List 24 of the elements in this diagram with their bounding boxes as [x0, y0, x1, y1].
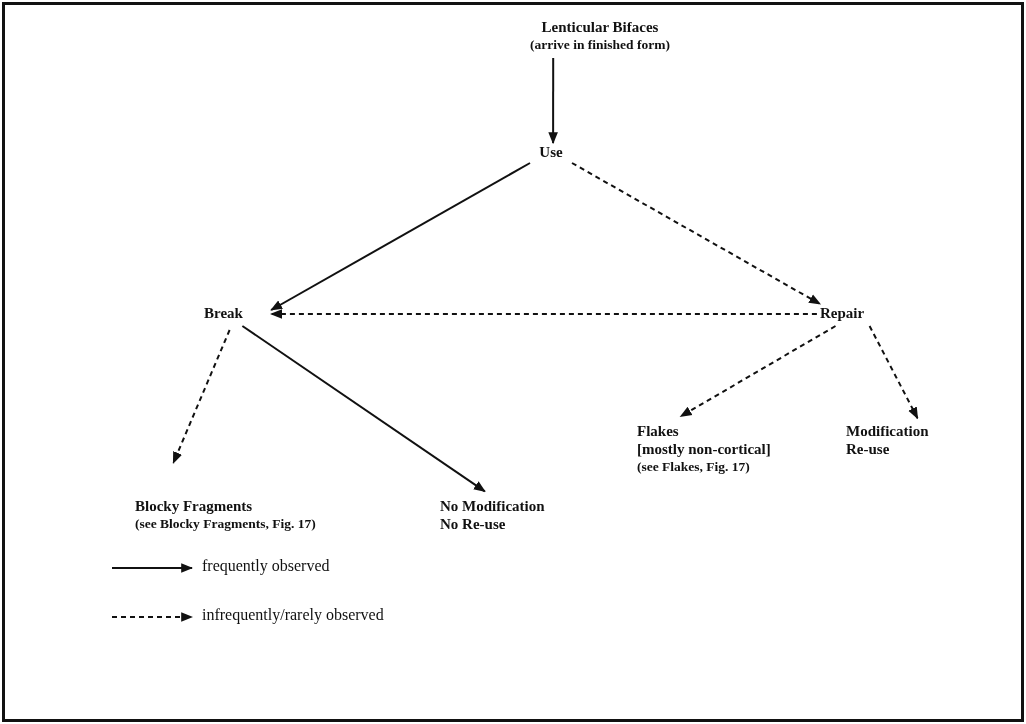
node-note: No Re-use — [440, 515, 507, 533]
arrow — [548, 57, 558, 145]
arrow — [270, 162, 531, 311]
node-title: Use — [538, 143, 564, 161]
node-title: No Modification — [440, 497, 545, 515]
dashed-arrow — [571, 162, 822, 305]
node-note: (see Flakes, Fig. 17) — [637, 458, 751, 476]
node-title: Blocky Fragments — [135, 497, 254, 515]
node-note: Re-use — [846, 440, 891, 458]
node-title: Break — [204, 304, 243, 322]
node-title: Lenticular Bifaces — [540, 18, 660, 36]
dashed-arrow — [679, 325, 837, 418]
legend-label: infrequently/rarely observed — [202, 606, 384, 624]
node-note: (arrive in finished form) — [529, 36, 671, 54]
dashed-arrow — [270, 309, 818, 319]
arrow — [241, 325, 486, 493]
node-note: (see Blocky Fragments, Fig. 17) — [135, 515, 316, 533]
node-note: [mostly non-cortical] — [637, 440, 771, 458]
dashed-arrow — [172, 329, 231, 464]
node-title: Modification — [846, 422, 929, 440]
node-title: Repair — [820, 304, 865, 322]
legend-label: frequently observed — [202, 557, 330, 575]
dashed-arrow — [868, 325, 919, 420]
node-title: Flakes — [637, 422, 680, 440]
